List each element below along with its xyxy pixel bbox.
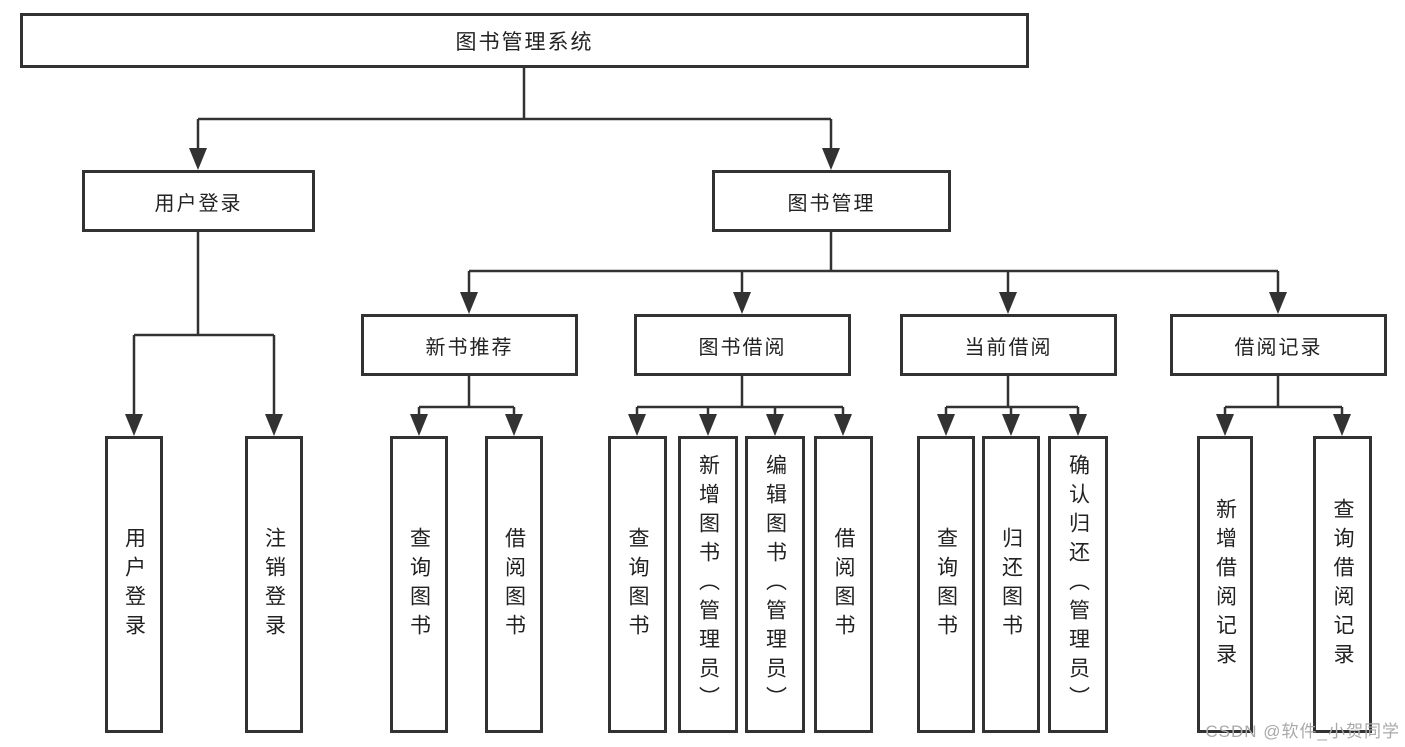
node-label: 查询图书 xyxy=(407,526,431,643)
arrow-down-icon xyxy=(460,292,478,314)
node-label: 借阅记录 xyxy=(1234,336,1323,359)
arrow-down-icon xyxy=(125,414,143,436)
leaf-cb-confirm-return-admin: 确认归还（管理员） xyxy=(1048,436,1108,733)
node-label: 编辑图书（管理员） xyxy=(763,454,787,715)
arrow-down-icon xyxy=(822,148,840,170)
node-label: 确认归还（管理员） xyxy=(1066,454,1090,715)
node-label: 用户登录 xyxy=(154,192,243,215)
leaf-bb-query-books: 查询图书 xyxy=(608,436,667,733)
arrow-down-icon xyxy=(410,414,428,436)
node-label: 图书管理 xyxy=(787,192,876,215)
node-borrowing-records: 借阅记录 xyxy=(1170,314,1387,376)
node-current-borrowing: 当前借阅 xyxy=(900,314,1117,376)
node-label: 借阅图书 xyxy=(832,526,855,643)
arrow-down-icon xyxy=(189,148,207,170)
arrow-down-icon xyxy=(265,414,283,436)
node-label: 注销登录 xyxy=(262,526,286,643)
leaf-bb-borrow-books: 借阅图书 xyxy=(814,436,873,733)
arrow-down-icon xyxy=(733,292,751,314)
leaf-cb-return-books: 归还图书 xyxy=(982,436,1040,733)
leaf-logout-login: 注销登录 xyxy=(245,436,303,733)
node-label: 查询图书 xyxy=(626,526,649,643)
leaf-cb-query-books: 查询图书 xyxy=(917,436,975,733)
arrow-down-icon xyxy=(1069,414,1087,436)
node-label: 查询借阅记录 xyxy=(1331,497,1354,672)
arrow-down-icon xyxy=(505,414,523,436)
leaf-bb-add-books-admin: 新增图书（管理员） xyxy=(678,436,738,733)
node-label: 新增借阅记录 xyxy=(1213,497,1237,672)
arrow-down-icon xyxy=(937,414,955,436)
connector-lines xyxy=(132,68,1344,418)
node-label: 新增图书（管理员） xyxy=(696,454,720,715)
node-label: 用户登录 xyxy=(122,526,146,643)
leaf-user-login: 用户登录 xyxy=(105,436,163,733)
leaf-nb-query-books: 查询图书 xyxy=(390,436,448,733)
leaf-br-query-borrow-record: 查询借阅记录 xyxy=(1313,436,1372,733)
node-label: 查询图书 xyxy=(934,526,958,643)
arrow-down-icon xyxy=(999,292,1017,314)
arrow-down-icon xyxy=(628,414,646,436)
node-label: 当前借阅 xyxy=(964,336,1053,359)
node-label: 新书推荐 xyxy=(425,336,514,359)
leaf-bb-edit-books-admin: 编辑图书（管理员） xyxy=(745,436,805,733)
node-root: 图书管理系统 xyxy=(20,13,1029,68)
leaf-nb-borrow-books: 借阅图书 xyxy=(485,436,543,733)
watermark: CSDN @软件_小贺同学 xyxy=(1205,722,1400,741)
arrow-down-icon xyxy=(1216,414,1234,436)
arrow-down-icon xyxy=(1002,414,1020,436)
node-label: 借阅图书 xyxy=(502,526,526,643)
arrow-down-icon xyxy=(1269,292,1287,314)
arrow-down-icon xyxy=(699,414,717,436)
node-label: 图书借阅 xyxy=(698,336,787,359)
arrow-down-icon xyxy=(834,414,852,436)
arrow-down-icon xyxy=(766,414,784,436)
node-new-book-recommendation: 新书推荐 xyxy=(361,314,578,376)
node-book-management: 图书管理 xyxy=(712,170,951,232)
node-user-login: 用户登录 xyxy=(82,170,315,232)
node-book-borrowing: 图书借阅 xyxy=(634,314,851,376)
leaf-br-add-borrow-record: 新增借阅记录 xyxy=(1197,436,1253,733)
node-label: 归还图书 xyxy=(999,526,1023,643)
arrow-down-icon xyxy=(1333,414,1351,436)
node-label: 图书管理系统 xyxy=(455,30,594,54)
